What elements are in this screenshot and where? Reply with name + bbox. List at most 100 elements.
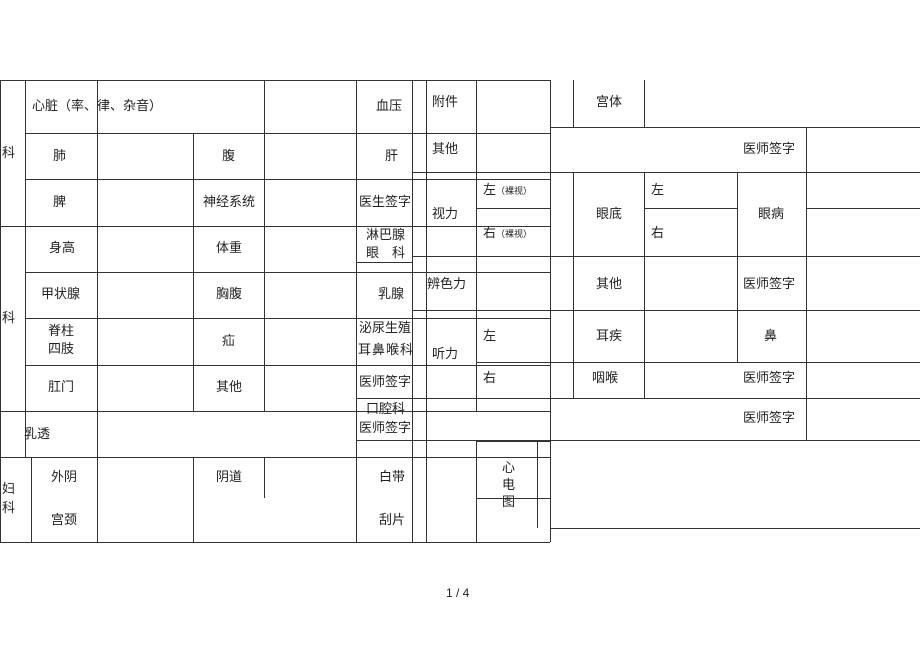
table-rule [0,80,550,81]
ecg-label: 电 [502,478,516,493]
table-rule [356,262,412,263]
abdomen-label: 腹 [222,149,236,164]
table-rule [0,80,1,542]
leucorrhea-label: 白带 [379,470,406,485]
table-rule [356,398,550,399]
hearing-left-label: 左 [483,329,497,344]
physician-sign-label: 医师签字 [359,375,412,390]
hearing-label: 听力 [432,347,459,362]
doctor-sign-label: 医生签字 [359,195,412,210]
table-rule [644,208,737,209]
anus-label: 肛门 [48,380,75,395]
table-rule [476,80,477,411]
table-rule [0,411,550,412]
table-rule [806,127,807,256]
table-rule [0,457,550,458]
table-rule [476,362,550,363]
table-rule [550,172,920,173]
table-rule [412,172,550,173]
spine-label: 脊柱 [48,324,75,339]
height-label: 身高 [49,241,76,256]
eye-label: 科 [392,246,406,261]
table-rule [0,226,550,227]
physician-sign-label: 医师签字 [743,411,796,426]
breast-xray-label: 乳透 [24,427,51,442]
ent-label: 科 [400,343,414,358]
table-rule [737,256,738,362]
page-number: 1 / 4 [446,586,470,600]
table-rule [737,172,738,256]
eye-disease-label: 眼病 [758,207,785,222]
physician-sign-label: 医师签字 [743,142,796,157]
table-rule [644,80,645,127]
cervix-label: 宫颈 [51,513,78,528]
oral-label: 口腔科 [366,402,406,417]
table-rule [25,318,550,319]
other-label: 其他 [216,380,243,395]
chest-label: 胸腹 [216,287,243,302]
dept-label: 科 [2,146,16,161]
table-rule [573,172,574,256]
table-rule [550,310,920,311]
table-rule [426,80,427,542]
table-rule [25,80,26,457]
table-rule [193,133,194,226]
table-rule [356,440,550,441]
left-naked-label: 左（裸视） [483,183,533,198]
uterus-label: 宫体 [596,95,623,110]
weight-label: 体重 [216,241,243,256]
ecg-label: 心 [502,461,516,476]
table-rule [550,440,920,441]
table-rule [573,256,574,398]
right-naked-label: 右（裸视） [483,226,533,241]
nervous-label: 神经系统 [203,195,256,210]
table-rule [31,457,32,542]
liver-label: 肝 [385,149,399,164]
table-rule [412,310,550,311]
table-rule [476,457,477,542]
adnexa-label: 附件 [432,95,459,110]
table-rule [0,542,550,543]
dept-label: 科 [2,311,16,326]
smear-label: 刮片 [379,513,406,528]
ent-label: 喉 [386,343,400,358]
ent-label: 耳 [358,343,372,358]
table-rule [806,256,807,440]
table-rule [25,272,550,273]
spleen-label: 脾 [53,195,67,210]
table-rule [97,226,98,542]
table-rule [264,457,265,498]
table-rule [412,256,550,257]
table-rule [97,80,98,226]
table-rule [537,441,538,528]
throat-label: 咽喉 [592,371,619,386]
table-rule [264,226,265,411]
limbs-label: 四肢 [48,342,75,357]
lymph-label: 淋巴腺 [366,228,406,243]
table-rule [644,256,645,398]
physician-sign-label: 医师签字 [743,277,796,292]
fundus-label: 眼底 [596,207,623,222]
table-rule [550,80,551,542]
oral-sign-label: 医师签字 [359,421,412,436]
nose-label: 鼻 [764,329,778,344]
color-vision-label: 辨色力 [427,277,467,292]
ent-label: 鼻 [372,343,386,358]
table-rule [550,398,920,399]
other-label: 其他 [596,277,623,292]
fundus-right-label: 右 [651,226,665,241]
fundus-left-label: 左 [651,183,665,198]
vision-label: 视力 [432,207,459,222]
table-rule [476,441,550,442]
physician-sign-label: 医师签字 [743,371,796,386]
table-rule [644,172,645,256]
table-rule [193,226,194,411]
heart-label: 心脏（率、律、杂音） [32,99,163,114]
table-rule [550,256,920,257]
table-rule [806,208,920,209]
thyroid-label: 甲状腺 [41,287,81,302]
ear-label: 耳疾 [596,329,623,344]
table-rule [25,133,550,134]
lung-label: 肺 [53,149,67,164]
